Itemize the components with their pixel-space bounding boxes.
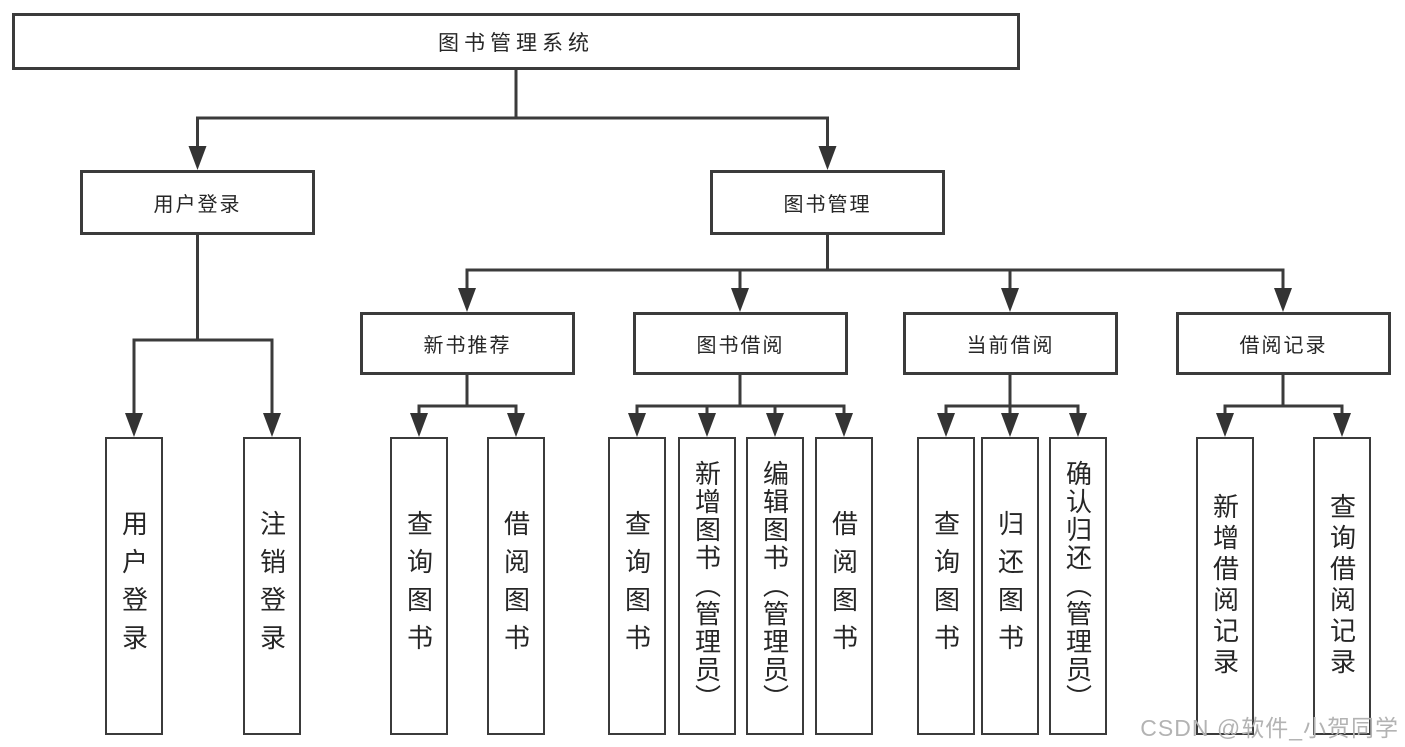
arrowhead (1001, 413, 1019, 437)
leaf-borrow-books: 借阅图书 (487, 437, 545, 735)
arrowhead (937, 413, 955, 437)
node-label: 借阅图书 (828, 510, 859, 662)
leaf-query-borrow-record: 查询借阅记录 (1313, 437, 1371, 735)
leaf-add-borrow-record: 新增借阅记录 (1196, 437, 1254, 735)
leaf-add-book-admin: 新增图书（管理员） (678, 437, 736, 735)
node-label: 查询图书 (621, 510, 652, 662)
node-label: 注销登录 (256, 510, 287, 662)
node-label: 新书推荐 (423, 335, 512, 357)
leaf-confirm-return-admin: 确认归还（管理员） (1049, 437, 1107, 735)
leaf-logout: 注销登录 (243, 437, 301, 735)
arrowhead (835, 413, 853, 437)
arrowhead (1333, 413, 1351, 437)
node-label: 借阅图书 (500, 510, 531, 662)
node-label: 图书管理系统 (438, 31, 594, 55)
arrowhead (507, 413, 525, 437)
leaf-query-books: 查询图书 (917, 437, 975, 735)
node-label: 确认归还（管理员） (1062, 460, 1093, 712)
node-label: 当前借阅 (966, 335, 1055, 357)
node-borrowing-records: 借阅记录 (1176, 312, 1391, 375)
arrowhead (698, 413, 716, 437)
node-book-borrowing: 图书借阅 (633, 312, 848, 375)
arrowhead (628, 413, 646, 437)
node-label: 归还图书 (994, 510, 1025, 662)
node-book-management: 图书管理 (710, 170, 945, 235)
node-current-borrowing: 当前借阅 (903, 312, 1118, 375)
node-label: 查询图书 (930, 510, 961, 662)
leaf-user-login: 用户登录 (105, 437, 163, 735)
node-new-book-recommendation: 新书推荐 (360, 312, 575, 375)
arrowhead (458, 288, 476, 312)
node-user-login: 用户登录 (80, 170, 315, 235)
node-label: 新增图书（管理员） (691, 460, 722, 712)
node-label: 新增借阅记录 (1209, 493, 1240, 679)
node-label: 查询图书 (403, 510, 434, 662)
node-label: 图书管理 (783, 194, 872, 216)
leaf-edit-book-admin: 编辑图书（管理员） (746, 437, 804, 735)
leaf-borrow-books: 借阅图书 (815, 437, 873, 735)
arrowhead (188, 146, 207, 170)
leaf-query-books: 查询图书 (390, 437, 448, 735)
arrowhead (125, 413, 143, 437)
tree-connector-path (132, 68, 1344, 417)
leaf-query-books: 查询图书 (608, 437, 666, 735)
leaf-return-book: 归还图书 (981, 437, 1039, 735)
arrowhead (263, 413, 281, 437)
node-label: 用户登录 (153, 194, 242, 216)
arrowhead (410, 413, 428, 437)
arrowhead (818, 146, 837, 170)
node-label: 用户登录 (118, 510, 149, 662)
arrowhead (1001, 288, 1019, 312)
node-label: 编辑图书（管理员） (759, 460, 790, 712)
csdn-watermark: CSDN @软件_小贺同学 (1140, 715, 1399, 741)
node-label: 查询借阅记录 (1326, 493, 1357, 679)
arrowhead (1069, 413, 1087, 437)
node-library-management-system: 图书管理系统 (12, 13, 1020, 70)
node-label: 图书借阅 (696, 335, 785, 357)
arrowhead (766, 413, 784, 437)
arrowhead (731, 288, 749, 312)
arrowhead (1216, 413, 1234, 437)
arrowhead (1274, 288, 1292, 312)
node-label: 借阅记录 (1239, 335, 1328, 357)
